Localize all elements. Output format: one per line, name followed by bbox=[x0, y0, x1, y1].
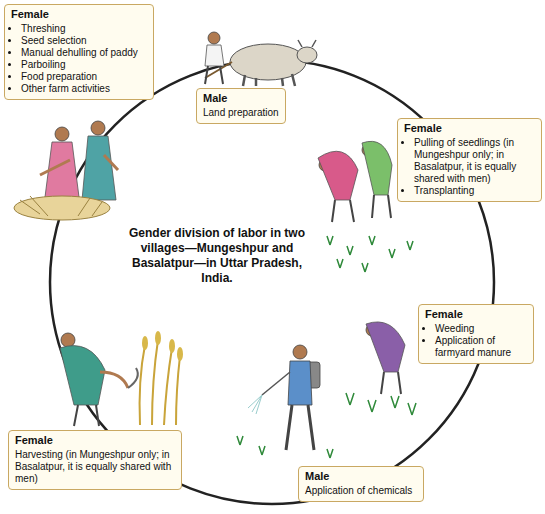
gender-heading: Female bbox=[11, 8, 147, 22]
task-item: Land preparation bbox=[203, 107, 279, 119]
gender-heading: Male bbox=[203, 92, 279, 106]
harvesting-figure bbox=[60, 331, 183, 426]
task-box: FemaleThreshingSeed selectionManual dehu… bbox=[4, 4, 154, 100]
gender-heading: Male bbox=[305, 470, 417, 484]
plowing-figure bbox=[205, 32, 317, 86]
threshing-figure bbox=[14, 121, 118, 220]
task-box: MaleLand preparation bbox=[196, 88, 286, 124]
task-item: Other farm activities bbox=[21, 83, 147, 95]
task-box: FemaleHarvesting (in Mungeshpur only; in… bbox=[8, 430, 182, 490]
task-item: Application of farmyard manure bbox=[435, 335, 527, 359]
task-item: Seed selection bbox=[21, 35, 147, 47]
gender-heading: Female bbox=[15, 434, 175, 448]
spraying-figure bbox=[237, 345, 333, 458]
task-box: FemalePulling of seedlings (in Mungeshpu… bbox=[397, 118, 542, 202]
gender-heading: Female bbox=[425, 308, 527, 322]
task-item: Parboiling bbox=[21, 59, 147, 71]
task-item: Application of chemicals bbox=[305, 485, 417, 497]
task-list: ThreshingSeed selectionManual dehulling … bbox=[11, 23, 147, 95]
task-box: FemaleWeedingApplication of farmyard man… bbox=[418, 304, 534, 364]
task-list: Pulling of seedlings (in Mungeshpur only… bbox=[404, 137, 535, 197]
task-item: Food preparation bbox=[21, 71, 147, 83]
task-box: MaleApplication of chemicals bbox=[298, 466, 424, 502]
task-list: WeedingApplication of farmyard manure bbox=[425, 323, 527, 359]
task-item: Pulling of seedlings (in Mungeshpur only… bbox=[414, 137, 535, 185]
weeding-figure bbox=[346, 322, 416, 415]
gender-heading: Female bbox=[404, 122, 535, 136]
center-title: Gender division of labor in two villages… bbox=[128, 226, 306, 286]
task-item: Harvesting (in Mungeshpur only; in Basal… bbox=[15, 449, 175, 485]
task-item: Manual dehulling of paddy bbox=[21, 47, 147, 59]
task-item: Threshing bbox=[21, 23, 147, 35]
task-item: Transplanting bbox=[414, 185, 535, 197]
task-item: Weeding bbox=[435, 323, 527, 335]
